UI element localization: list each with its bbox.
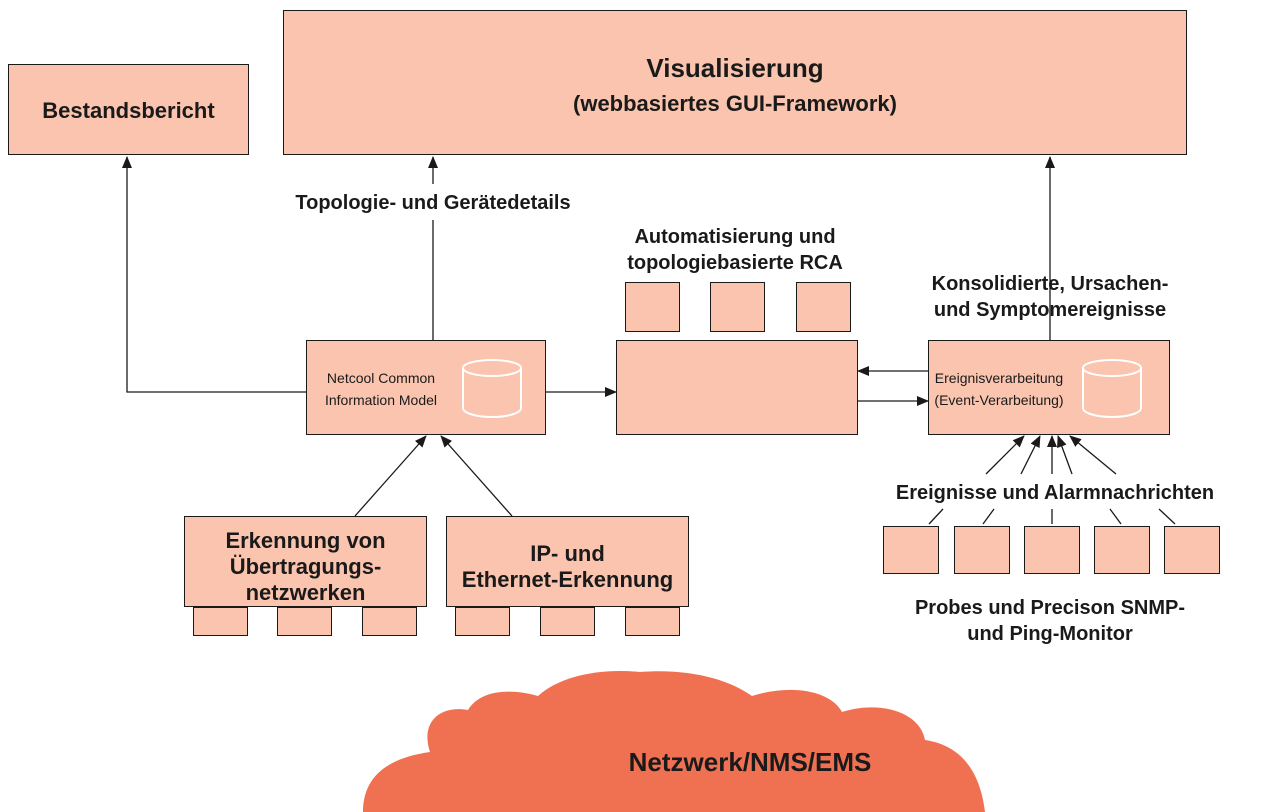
transport-to-ncim-arrow (354, 435, 427, 517)
event-processing-label-line1: Ereignisverarbeitung (934, 370, 1064, 386)
network-label: Netzwerk/NMS/EMS (628, 747, 872, 777)
event-processing-label-line2: (Event-Verarbeitung) (934, 392, 1064, 408)
transport-discovery-line2: Übertragungs- (229, 554, 382, 579)
probe-arrow-4 (1057, 435, 1073, 475)
transport-discovery-box (184, 516, 427, 607)
automation-module-1 (625, 282, 680, 332)
database-icon (1082, 359, 1142, 418)
ip-discovery-line2: Ethernet-Erkennung (461, 567, 674, 592)
ip-to-ncim-arrow (440, 435, 513, 517)
probes-label-line2: und Ping-Monitor (967, 623, 1133, 645)
transport-discovery-line1: Erkennung von (225, 528, 386, 553)
automation-label-line2: topologiebasierte RCA (627, 252, 843, 274)
automation-module-2 (710, 282, 765, 332)
probe-box-2 (954, 526, 1010, 574)
transport-connector-2 (277, 607, 332, 636)
ncim-label-line2: Information Model (324, 392, 438, 408)
consolidated-events-label-line2: und Symptomereignisse (933, 299, 1167, 321)
probe-arrow-5 (1069, 435, 1117, 475)
probe-box-5 (1164, 526, 1220, 574)
inventory-report-label: Bestandsbericht (42, 98, 215, 123)
probe-box-3 (1024, 526, 1080, 574)
transport-connector-3 (362, 607, 417, 636)
rca-engine-box (616, 340, 858, 435)
visualization-title: Visualisierung (646, 53, 824, 83)
inventory-report-box (8, 64, 249, 155)
events-alarms-label: Ereignisse und Alarmnachrichten (895, 482, 1215, 504)
visualization-box (283, 10, 1187, 155)
probes-label-line1: Probes und Precison SNMP- (914, 597, 1186, 619)
transport-discovery-line3: netzwerken (245, 580, 366, 605)
ip-discovery-line1: IP- und (530, 541, 605, 566)
ip-discovery-box (446, 516, 689, 607)
ip-connector-1 (455, 607, 510, 636)
probe-arrow-1 (985, 435, 1025, 475)
ncim-label-line1: Netcool Common (326, 370, 436, 386)
ip-connector-3 (625, 607, 680, 636)
automation-label-line1: Automatisierung und (634, 226, 836, 248)
probe-arrow-2 (1020, 435, 1041, 475)
transport-connector-1 (193, 607, 248, 636)
visualization-subtitle: (webbasiertes GUI-Framework) (573, 91, 897, 116)
consolidated-events-label-line1: Konsolidierte, Ursachen- (931, 273, 1169, 295)
ncim-to-inventory-arrow (122, 156, 306, 393)
ip-connector-2 (540, 607, 595, 636)
probe-box-4 (1094, 526, 1150, 574)
database-icon (462, 359, 522, 418)
probe-box-1 (883, 526, 939, 574)
topology-details-label: Topologie- und Gerätedetails (295, 192, 571, 214)
automation-module-3 (796, 282, 851, 332)
